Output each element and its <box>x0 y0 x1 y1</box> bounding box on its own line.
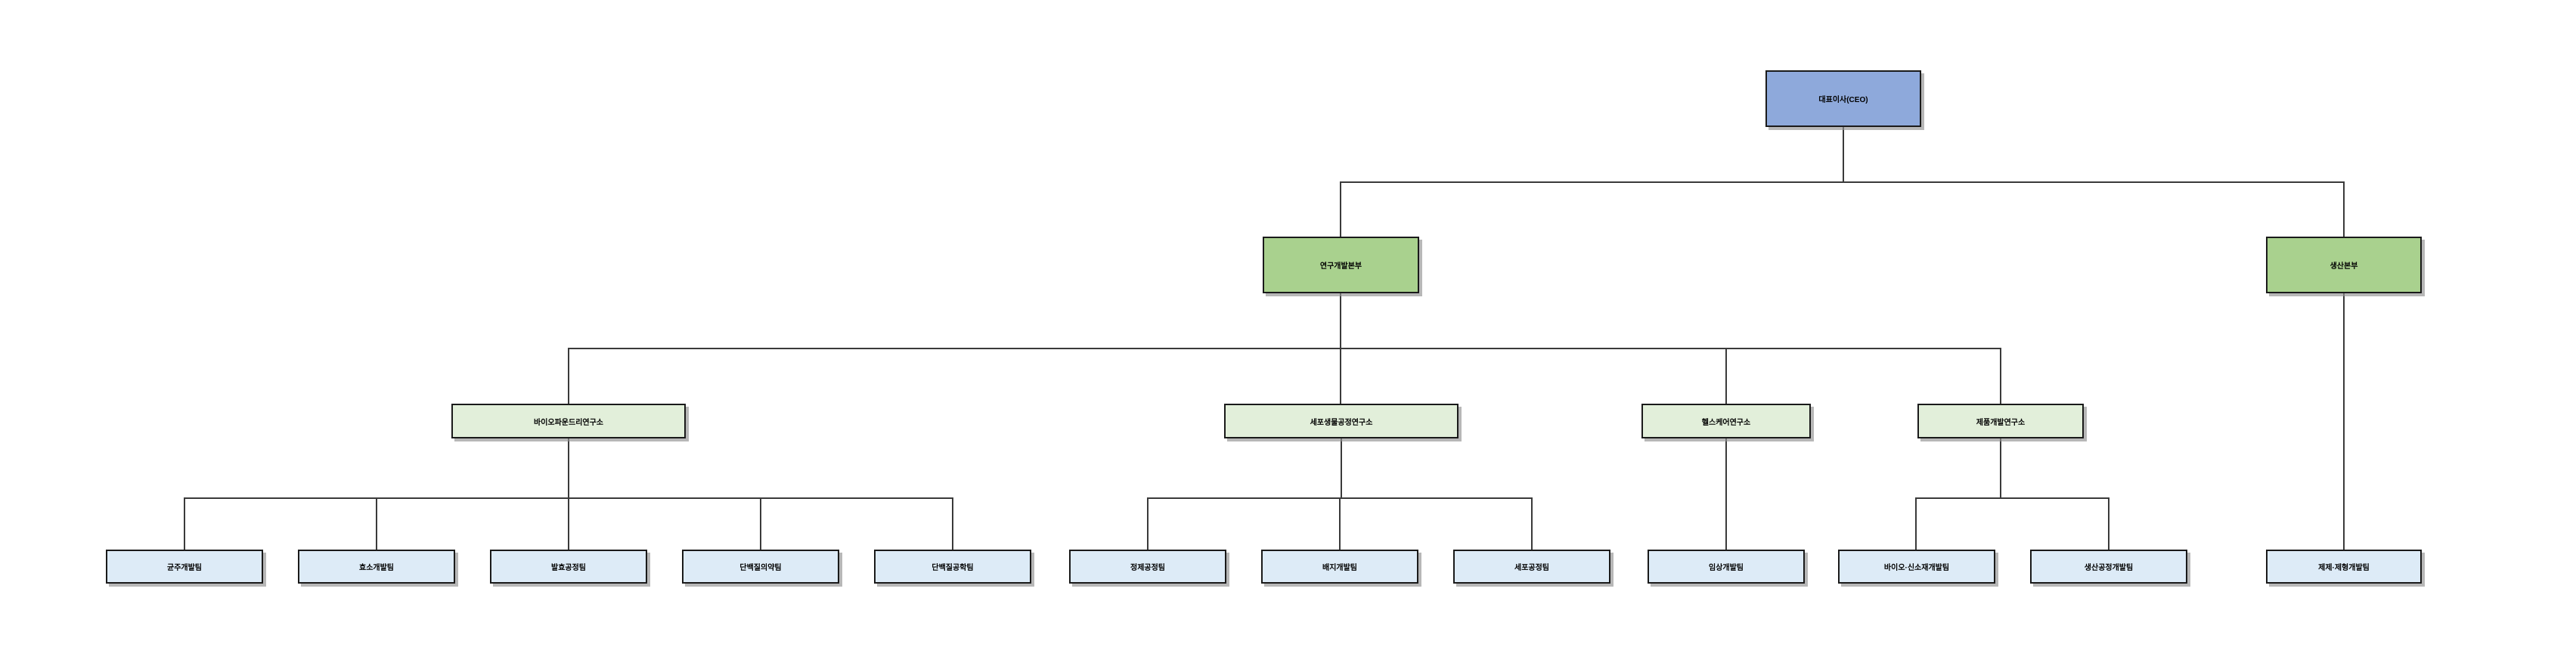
org-node-team-media-dev: 배지개발팀 <box>1261 550 1418 584</box>
connector-drop-team-1 <box>184 497 185 550</box>
connector-productdev-down <box>2000 438 2001 497</box>
connector-drop-biofoundry <box>568 348 569 404</box>
connector-production-to-team <box>2343 293 2345 550</box>
connector-drop-team-4 <box>760 497 761 550</box>
connector-drop-team-3 <box>568 497 569 550</box>
org-node-ceo: 대표이사(CEO) <box>1765 70 1921 127</box>
org-node-institute-healthcare: 헬스케어연구소 <box>1641 404 1811 438</box>
connector-drop-team-7 <box>1339 497 1341 550</box>
org-node-team-cell-process: 세포공정팀 <box>1453 550 1610 584</box>
connector-drop-healthcare <box>1725 348 1727 404</box>
connector-drop-team-5 <box>952 497 953 550</box>
org-node-team-bio-newmaterial: 바이오·신소재개발팀 <box>1838 550 1995 584</box>
org-node-division-rnd: 연구개발본부 <box>1263 237 1419 293</box>
org-node-institute-productdev: 제품개발연구소 <box>1917 404 2084 438</box>
connector-drop-product-dev <box>2000 348 2001 404</box>
connector-drop-team-8 <box>1531 497 1533 550</box>
connector-h-divisions <box>1341 181 2345 183</box>
org-node-team-purification: 정제공정팀 <box>1069 550 1226 584</box>
org-node-team-enzyme-dev: 효소개발팀 <box>298 550 455 584</box>
connector-drop-team-10 <box>1915 497 1917 550</box>
connector-h-productdev-teams <box>1916 497 2109 499</box>
connector-drop-rnd-division <box>1340 181 1341 237</box>
org-node-division-production: 생산본부 <box>2266 237 2422 293</box>
connector-h-institutes <box>569 348 2001 349</box>
org-node-institute-biofoundry: 바이오파운드리연구소 <box>451 404 686 438</box>
org-node-team-fermentation: 발효공정팀 <box>490 550 647 584</box>
org-node-team-production-process: 생산공정개발팀 <box>2030 550 2187 584</box>
connector-ceo-drop <box>1843 127 1844 181</box>
connector-healthcare-to-team <box>1725 438 1727 550</box>
connector-drop-team-2 <box>376 497 377 550</box>
connector-biofoundry-down <box>568 438 569 497</box>
org-node-team-protein-eng: 단백질공학팀 <box>874 550 1031 584</box>
connector-cellbio-down <box>1341 438 1342 497</box>
connector-drop-team-6 <box>1147 497 1149 550</box>
connector-drop-production-division <box>2343 181 2345 237</box>
org-node-team-strain-dev: 균주개발팀 <box>106 550 263 584</box>
org-node-team-protein-pharma: 단백질의약팀 <box>682 550 839 584</box>
connector-drop-team-11 <box>2108 497 2109 550</box>
org-node-team-clinical-dev: 임상개발팀 <box>1648 550 1805 584</box>
org-node-team-formulation: 제제·제형개발팀 <box>2266 550 2422 584</box>
org-node-institute-cellbio: 세포생물공정연구소 <box>1224 404 1458 438</box>
